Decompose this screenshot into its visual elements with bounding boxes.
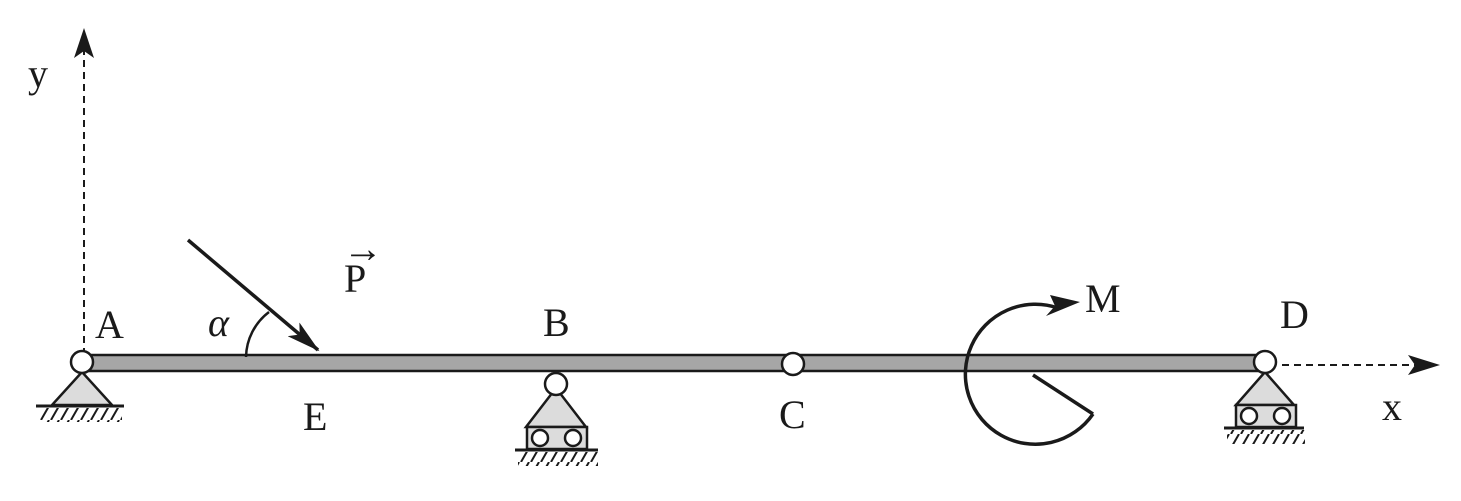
beam — [80, 353, 1268, 373]
angle-label: α — [208, 300, 230, 345]
moment-m — [963, 295, 1095, 446]
point-label-e: E — [303, 394, 327, 439]
point-label-b: B — [543, 300, 570, 345]
point-label-c: C — [779, 392, 806, 437]
force-arrow-p — [186, 238, 320, 352]
moment-label: M — [1085, 276, 1121, 321]
pin-support-a — [36, 370, 124, 422]
angle-arc — [244, 311, 270, 358]
hinge-d — [1252, 349, 1278, 375]
force-vector-mark: → — [343, 226, 383, 271]
hinge-b — [543, 371, 569, 397]
x-axis — [1282, 355, 1440, 375]
hinge-a — [69, 349, 95, 375]
y-axis — [74, 28, 94, 355]
force-label: P — [344, 256, 366, 301]
y-axis-label: y — [28, 51, 48, 96]
point-label-a: A — [95, 302, 124, 347]
roller-support-d — [1224, 370, 1305, 444]
moment-arrow-icon — [1046, 295, 1080, 316]
hinge-c — [780, 351, 806, 377]
x-axis-label: x — [1382, 384, 1402, 429]
roller-support-b — [515, 371, 598, 466]
point-label-d: D — [1280, 292, 1309, 337]
y-axis-arrow-icon — [74, 28, 94, 58]
x-axis-arrow-icon — [1408, 355, 1440, 375]
